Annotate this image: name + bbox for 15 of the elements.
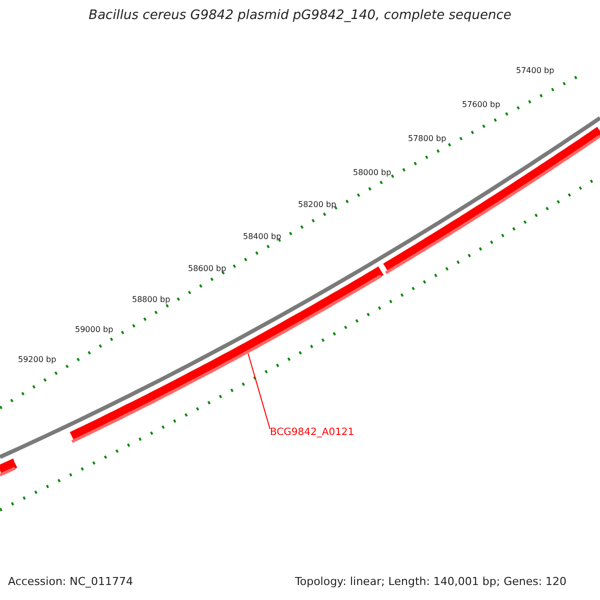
tick-label: 58200 bp xyxy=(298,200,336,209)
sequence-info-text: Topology: linear; Length: 140,001 bp; Genes: 120 xyxy=(295,575,567,588)
leader-line xyxy=(248,353,270,430)
tick-label: 58600 bp xyxy=(188,264,226,273)
gene-arrow xyxy=(0,458,20,476)
tick-label: 58000 bp xyxy=(353,168,392,177)
diagram-title: Bacillus cereus G9842 plasmid pG9842_140, complete sequence xyxy=(88,8,512,23)
accession-text: Accession: NC_011774 xyxy=(8,575,134,588)
tick-label: 58800 bp xyxy=(132,295,170,304)
tick-label: 58400 bp xyxy=(243,232,282,241)
tick-label: 57400 bp xyxy=(516,66,554,75)
tick-label: 57600 bp xyxy=(462,100,500,109)
tick-label: 59200 bp xyxy=(18,355,56,364)
tick-label: 57800 bp xyxy=(408,134,446,143)
tick-label: 59000 bp xyxy=(75,325,114,334)
